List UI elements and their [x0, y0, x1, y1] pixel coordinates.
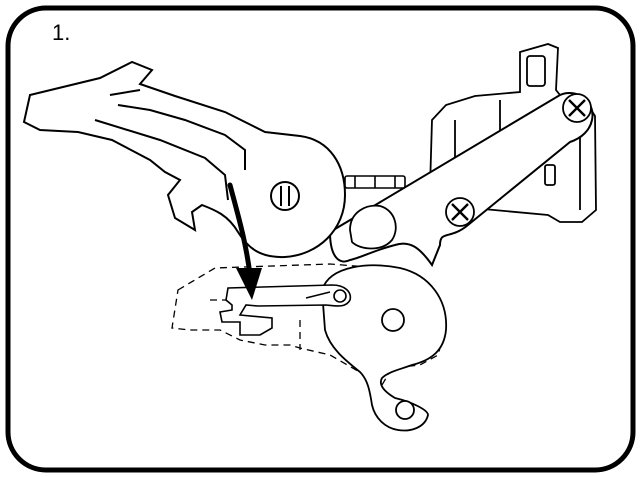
spring-rod — [344, 175, 406, 189]
curved-arrow-icon — [227, 182, 262, 300]
plate-hole — [381, 308, 405, 332]
phillips-screw-icon — [562, 93, 592, 123]
phillips-screw-icon — [445, 197, 475, 227]
pivot-boss — [349, 204, 397, 250]
lower-plate — [321, 264, 447, 432]
step-number: 1. — [52, 20, 71, 45]
plate-lower-hole — [395, 400, 415, 420]
upper-lever — [22, 60, 347, 259]
lever-pivot-hole — [270, 181, 300, 211]
